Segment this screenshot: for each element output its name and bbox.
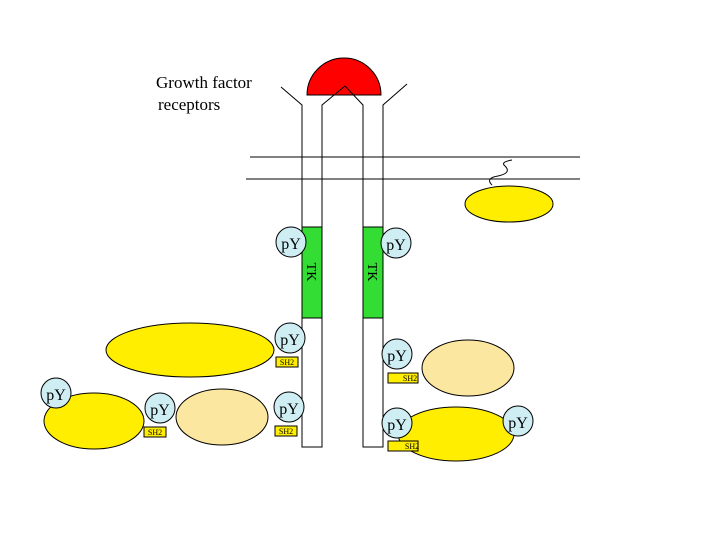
adaptor-protein-bottom-right bbox=[397, 406, 515, 462]
tk-domain-right bbox=[362, 226, 384, 319]
receptor-chains bbox=[280, 83, 408, 448]
sh2-label: SH2 bbox=[279, 427, 293, 436]
py-circle-9: pY bbox=[502, 405, 534, 437]
membrane-anchored-protein bbox=[464, 185, 554, 223]
adaptor-protein-bottom-pale bbox=[175, 388, 269, 446]
py-circle-6: pY bbox=[144, 392, 176, 424]
py-circle-2: pY bbox=[380, 227, 412, 259]
adaptor-protein-right-pale bbox=[421, 339, 515, 397]
sh2-box-2: SH2 bbox=[387, 372, 419, 384]
py-label: pY bbox=[46, 387, 66, 404]
py-circle-7: pY bbox=[273, 391, 305, 423]
membrane-anchor-squiggle bbox=[489, 159, 513, 186]
adaptor-protein-bottom-left bbox=[43, 392, 145, 450]
tk-label-left: TK bbox=[303, 263, 318, 282]
sh2-box-3: SH2 bbox=[143, 426, 167, 438]
py-label: pY bbox=[508, 415, 528, 432]
py-circle-1: pY bbox=[275, 226, 307, 258]
ligand-shape bbox=[306, 57, 382, 96]
py-circle-8: pY bbox=[381, 407, 413, 439]
py-label: pY bbox=[281, 236, 301, 253]
adaptor-protein-left-large bbox=[105, 322, 275, 378]
tk-label-right: TK bbox=[364, 263, 379, 282]
py-label: pY bbox=[387, 417, 407, 434]
sh2-label: SH2 bbox=[405, 442, 419, 451]
sh2-label: SH2 bbox=[148, 428, 162, 437]
sh2-box-1: SH2 bbox=[275, 356, 299, 368]
diagram-title-line1: Growth factor bbox=[156, 73, 252, 92]
py-circle-5: pY bbox=[40, 377, 72, 409]
py-label: pY bbox=[150, 402, 170, 419]
tk-domain-left bbox=[301, 226, 323, 319]
py-label: pY bbox=[279, 401, 299, 418]
py-label: pY bbox=[386, 237, 406, 254]
sh2-label: SH2 bbox=[403, 374, 417, 383]
py-circle-4: pY bbox=[381, 338, 413, 370]
diagram-title-line2: receptors bbox=[158, 95, 221, 114]
py-label: pY bbox=[280, 332, 300, 349]
sh2-label: SH2 bbox=[280, 358, 294, 367]
py-label: pY bbox=[387, 348, 407, 365]
sh2-box-4: SH2 bbox=[274, 425, 298, 437]
py-circle-3: pY bbox=[274, 322, 306, 354]
sh2-box-5: SH2 bbox=[387, 440, 419, 452]
